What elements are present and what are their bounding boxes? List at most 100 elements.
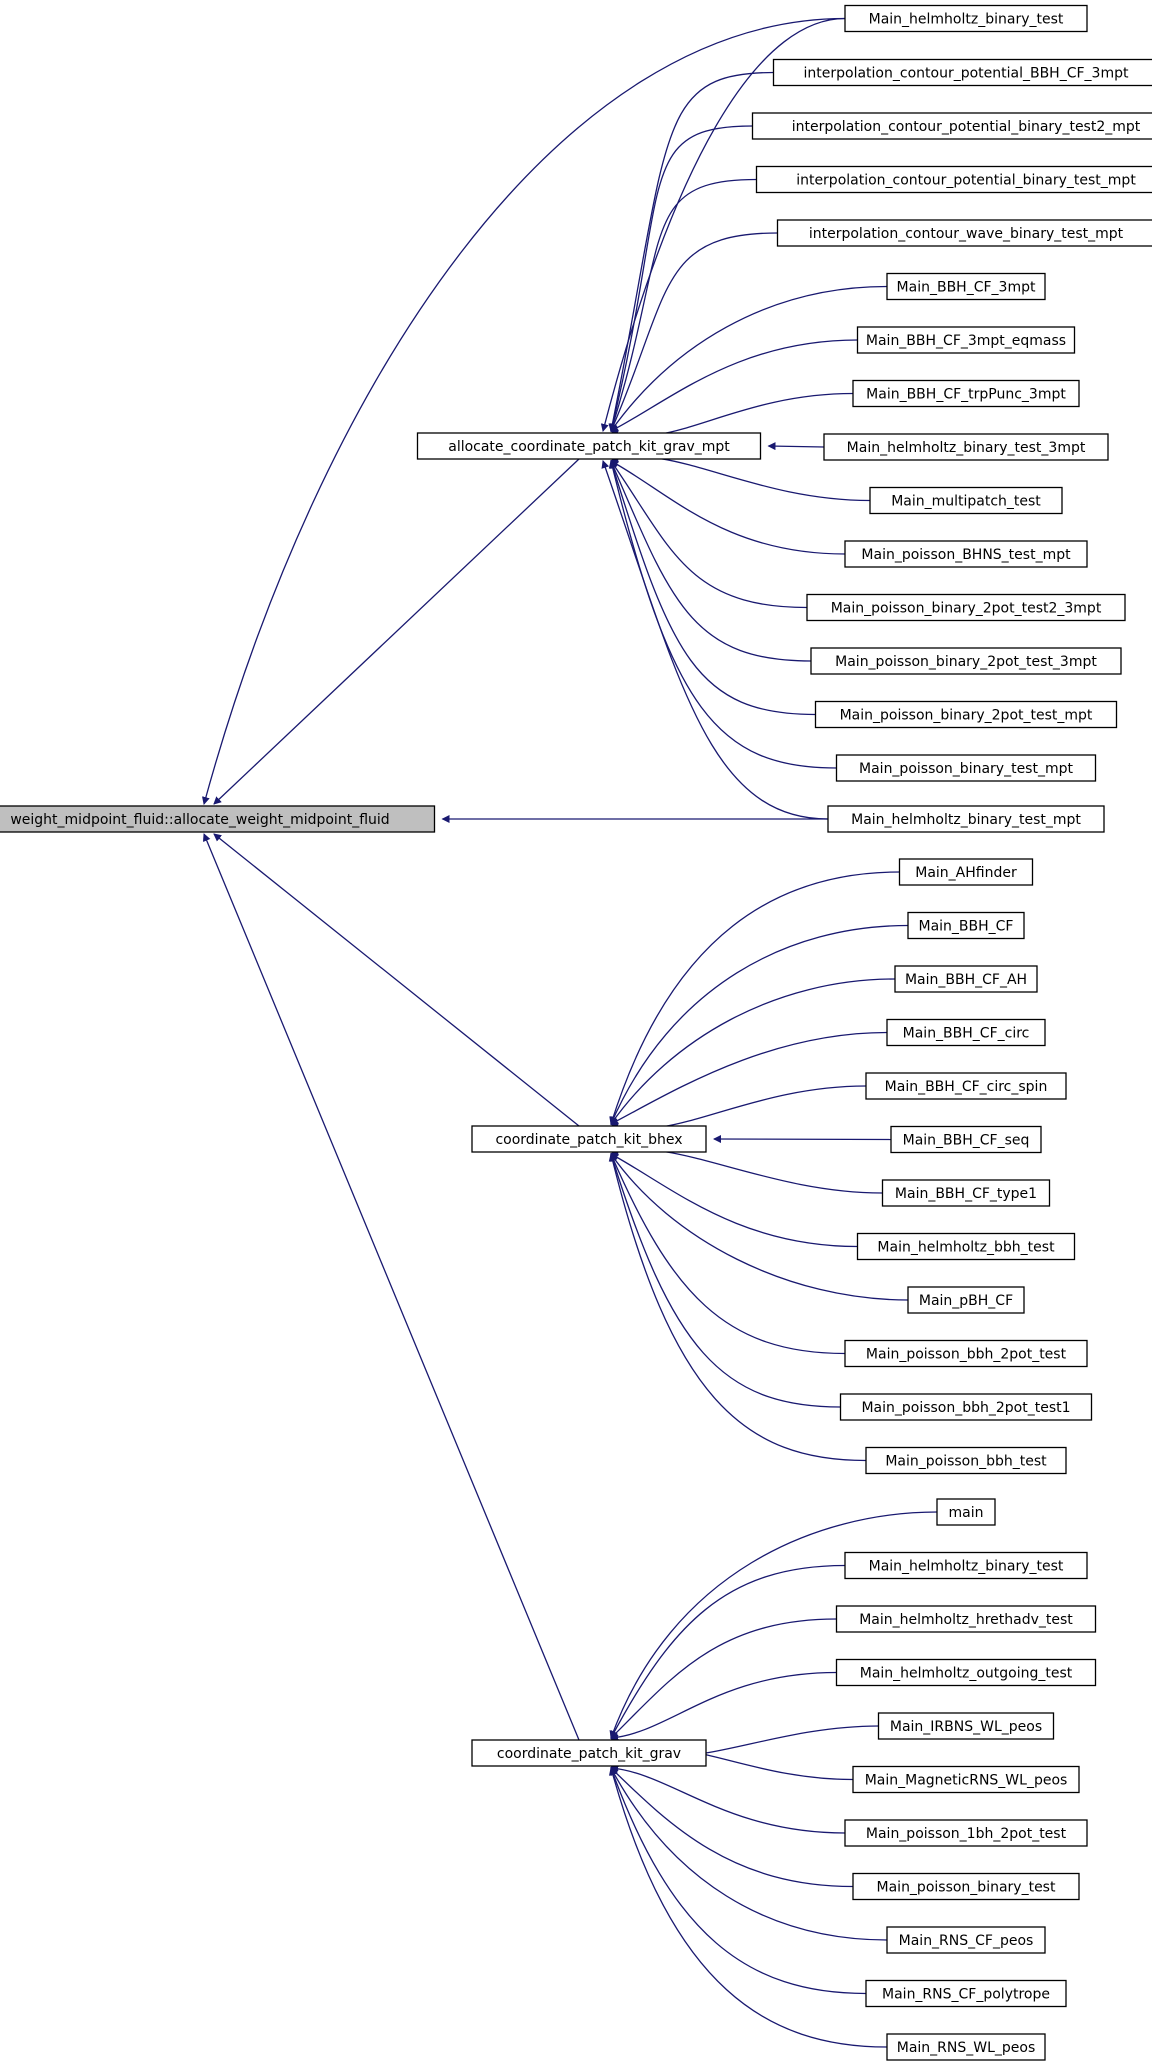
- caller-grav-main-helmholtz-hrethadv-test-label: Main_helmholtz_hrethadv_test: [859, 1612, 1073, 1628]
- caller-mpt-main-poisson-bhns-test-mpt[interactable]: Main_poisson_BHNS_test_mpt: [844, 540, 1088, 568]
- caller-bhex-main-poisson-bbh-2pot-test-box: [844, 1339, 1088, 1368]
- caller-bhex-main-poisson-bbh-2pot-test1[interactable]: Main_poisson_bbh_2pot_test1: [839, 1393, 1093, 1421]
- caller-grav-main-rns-cf-polytrope[interactable]: Main_RNS_CF_polytrope: [865, 1979, 1067, 2008]
- edge-grav-main-poisson-binary-test: [610, 1767, 854, 1888]
- caller-bhex-main-ahfinder[interactable]: Main_AHfinder: [898, 858, 1034, 886]
- edge-mpt-main-poisson-binary-2pot-test-mpt: [609, 460, 816, 716]
- caller-mpt-main-multipatch-test-label: Main_multipatch_test: [891, 494, 1041, 510]
- caller-mpt-main-bbh-cf-3mpt[interactable]: Main_BBH_CF_3mpt: [886, 272, 1046, 301]
- group-node-grav[interactable]: coordinate_patch_kit_grav: [471, 1739, 707, 1767]
- caller-mpt-interpolation-contour-potential-binary-test-mpt[interactable]: interpolation_contour_potential_binary_t…: [755, 165, 1152, 194]
- edge-root-bhex: [213, 833, 580, 1127]
- caller-grav-main-poisson-1bh-2pot-test[interactable]: Main_poisson_1bh_2pot_test: [844, 1819, 1088, 1847]
- caller-grav-main-rns-wl-peos-box: [886, 2033, 1046, 2061]
- caller-mpt-main-poisson-bhns-test-mpt-label: Main_poisson_BHNS_test_mpt: [861, 547, 1071, 563]
- caller-mpt-main-poisson-binary-2pot-test-mpt-label: Main_poisson_binary_2pot_test_mpt: [840, 708, 1093, 724]
- caller-bhex-main-poisson-bbh-2pot-test-label: Main_poisson_bbh_2pot_test: [866, 1347, 1067, 1363]
- caller-mpt-main-bbh-cf-trppunc-3mpt-label: Main_BBH_CF_trpPunc_3mpt: [866, 387, 1066, 403]
- caller-grav-main-rns-wl-peos[interactable]: Main_RNS_WL_peos: [886, 2033, 1046, 2061]
- edge-bhex-main-bbh-cf: [610, 924, 909, 1125]
- edge-grav-main-helmholtz-outgoing-test: [610, 1671, 837, 1742]
- caller-mpt-main-poisson-binary-test-mpt[interactable]: Main_poisson_binary_test_mpt: [835, 754, 1097, 782]
- caller-mpt-main-bbh-cf-3mpt-eqmass[interactable]: Main_BBH_CF_3mpt_eqmass: [856, 326, 1076, 354]
- caller-bhex-main-bbh-cf-seq-box: [890, 1125, 1042, 1154]
- caller-bhex-main-bbh-cf[interactable]: Main_BBH_CF: [907, 911, 1025, 940]
- edge-mpt-main-poisson-bhns-test-mpt: [610, 460, 846, 555]
- caller-bhex-main-pbh-cf[interactable]: Main_pBH_CF: [907, 1286, 1025, 1314]
- caller-grav-main-helmholtz-outgoing-test[interactable]: Main_helmholtz_outgoing_test: [835, 1658, 1097, 1687]
- caller-main-helmholtz-binary-test-mpt[interactable]: Main_helmholtz_binary_test_mpt: [827, 805, 1105, 833]
- edge-mpt-shared-top: [600, 17, 846, 432]
- edge-mpt-main-helmholtz-binary-test-3mpt: [767, 442, 825, 451]
- caller-mpt-main-poisson-binary-2pot-test-mpt-box: [814, 700, 1118, 729]
- caller-mpt-main-poisson-binary-2pot-test2-3mpt-box: [806, 593, 1126, 622]
- edge-mpt-main-bbh-cf-3mpt: [610, 285, 888, 432]
- caller-bhex-main-bbh-cf-circ-box: [886, 1018, 1046, 1047]
- caller-grav-main-helmholtz-binary-test[interactable]: Main_helmholtz_binary_test: [844, 1551, 1088, 1580]
- caller-mpt-main-helmholtz-binary-test-3mpt-label: Main_helmholtz_binary_test_3mpt: [847, 440, 1086, 456]
- caller-mpt-interpolation-contour-wave-binary-test-mpt[interactable]: interpolation_contour_wave_binary_test_m…: [776, 219, 1152, 247]
- caller-grav-main-magneticrns-wl-peos[interactable]: Main_MagneticRNS_WL_peos: [852, 1765, 1080, 1794]
- edge-mpt-interpolation-contour-potential-bbh-cf-3mpt: [608, 71, 774, 432]
- caller-grav-main-helmholtz-binary-test-box: [844, 1551, 1088, 1580]
- edge-bhex-main-poisson-bbh-2pot-test: [610, 1153, 846, 1355]
- caller-grav-main-poisson-1bh-2pot-test-label: Main_poisson_1bh_2pot_test: [866, 1826, 1067, 1842]
- caller-mpt-main-poisson-binary-2pot-test-3mpt[interactable]: Main_poisson_binary_2pot_test_3mpt: [810, 647, 1122, 675]
- caller-bhex-main-poisson-bbh-2pot-test1-box: [839, 1393, 1093, 1421]
- caller-grav-main-poisson-binary-test[interactable]: Main_poisson_binary_test: [852, 1872, 1080, 1901]
- caller-grav-main-rns-cf-peos[interactable]: Main_RNS_CF_peos: [886, 1926, 1046, 1954]
- caller-bhex-main-bbh-cf-seq[interactable]: Main_BBH_CF_seq: [890, 1125, 1042, 1154]
- caller-mpt-interpolation-contour-wave-binary-test-mpt-box: [776, 219, 1152, 247]
- caller-mpt-interpolation-contour-potential-bbh-cf-3mpt[interactable]: interpolation_contour_potential_BBH_CF_3…: [772, 58, 1152, 87]
- caller-bhex-main-bbh-cf-type1[interactable]: Main_BBH_CF_type1: [881, 1179, 1051, 1207]
- caller-grav-main-rns-cf-polytrope-label: Main_RNS_CF_polytrope: [882, 1987, 1050, 2003]
- group-node-mpt[interactable]: allocate_coordinate_patch_kit_grav_mpt: [416, 432, 762, 460]
- edge-bhex-main-bbh-cf-type1: [610, 1147, 883, 1194]
- caller-mpt-main-poisson-binary-2pot-test2-3mpt[interactable]: Main_poisson_binary_2pot_test2_3mpt: [806, 593, 1126, 622]
- caller-mpt-main-helmholtz-binary-test-3mpt[interactable]: Main_helmholtz_binary_test_3mpt: [823, 433, 1109, 461]
- caller-mpt-main-bbh-cf-trppunc-3mpt[interactable]: Main_BBH_CF_trpPunc_3mpt: [852, 379, 1080, 408]
- caller-grav-main-helmholtz-hrethadv-test[interactable]: Main_helmholtz_hrethadv_test: [835, 1605, 1097, 1633]
- edge-mpt-main-bbh-cf-trppunc-3mpt: [610, 392, 854, 438]
- group-node-bhex-box: [471, 1125, 707, 1153]
- caller-grav-main-rns-wl-peos-label: Main_RNS_WL_peos: [897, 2040, 1036, 2056]
- caller-grav-main-magneticrns-wl-peos-box: [852, 1765, 1080, 1794]
- caller-grav-main-irbns-wl-peos[interactable]: Main_IRBNS_WL_peos: [877, 1712, 1055, 1740]
- root-node-label: weight_midpoint_fluid::allocate_weight_m…: [10, 812, 389, 828]
- group-node-mpt-label: allocate_coordinate_patch_kit_grav_mpt: [448, 439, 730, 455]
- caller-bhex-main-bbh-cf-circ-spin[interactable]: Main_BBH_CF_circ_spin: [865, 1072, 1067, 1100]
- caller-mpt-main-poisson-binary-2pot-test-3mpt-box: [810, 647, 1122, 675]
- edge-grav-main-poisson-1bh-2pot-test: [610, 1764, 846, 1834]
- edge-mpt-interpolation-contour-potential-binary-test-mpt: [609, 178, 757, 432]
- group-node-bhex[interactable]: coordinate_patch_kit_bhex: [471, 1125, 707, 1153]
- caller-mpt-main-poisson-binary-2pot-test-mpt[interactable]: Main_poisson_binary_2pot_test_mpt: [814, 700, 1118, 729]
- edge-grav-main-rns-cf-polytrope: [609, 1767, 867, 1995]
- caller-bhex-main-helmholtz-bbh-test[interactable]: Main_helmholtz_bbh_test: [856, 1232, 1076, 1261]
- edge-mpt-main-poisson-binary-test-mpt: [608, 460, 837, 769]
- caller-mpt-main-poisson-binary-test-mpt-box: [835, 754, 1097, 782]
- caller-bhex-main-ahfinder-box: [898, 858, 1034, 886]
- edge-mpt-interpolation-contour-potential-binary-test2-mpt: [608, 125, 753, 432]
- caller-bhex-main-poisson-bbh-test[interactable]: Main_poisson_bbh_test: [865, 1446, 1067, 1475]
- root-node-box: [0, 805, 436, 833]
- caller-mpt-main-bbh-cf-3mpt-eqmass-label: Main_BBH_CF_3mpt_eqmass: [866, 333, 1066, 349]
- caller-main-helmholtz-binary-test[interactable]: Main_helmholtz_binary_test: [844, 4, 1088, 33]
- caller-bhex-main-bbh-cf-circ[interactable]: Main_BBH_CF_circ: [886, 1018, 1046, 1047]
- caller-mpt-main-multipatch-test[interactable]: Main_multipatch_test: [869, 486, 1063, 515]
- caller-bhex-main-bbh-cf-ah[interactable]: Main_BBH_CF_AH: [894, 965, 1038, 993]
- caller-main-helmholtz-binary-test-label: Main_helmholtz_binary_test: [869, 12, 1064, 28]
- root-node[interactable]: weight_midpoint_fluid::allocate_weight_m…: [0, 805, 436, 833]
- caller-grav-main-irbns-wl-peos-label: Main_IRBNS_WL_peos: [890, 1719, 1042, 1735]
- caller-mpt-main-poisson-bhns-test-mpt-box: [844, 540, 1088, 568]
- caller-mpt-interpolation-contour-potential-binary-test2-mpt[interactable]: interpolation_contour_potential_binary_t…: [751, 112, 1152, 140]
- caller-bhex-main-bbh-cf-type1-label: Main_BBH_CF_type1: [895, 1186, 1037, 1202]
- caller-bhex-main-poisson-bbh-2pot-test[interactable]: Main_poisson_bbh_2pot_test: [844, 1339, 1088, 1368]
- edge-bhex-main-poisson-bbh-2pot-test1: [609, 1153, 841, 1408]
- caller-grav-main[interactable]: main: [936, 1498, 996, 1526]
- caller-bhex-main-bbh-cf-ah-box: [894, 965, 1038, 993]
- edge-mpt-main-multipatch-test: [610, 454, 871, 502]
- caller-main-helmholtz-binary-test-box: [844, 4, 1088, 33]
- function-nodes: weight_midpoint_fluid::allocate_weight_m…: [0, 4, 1152, 2061]
- caller-mpt-main-poisson-binary-test-mpt-label: Main_poisson_binary_test_mpt: [859, 761, 1073, 777]
